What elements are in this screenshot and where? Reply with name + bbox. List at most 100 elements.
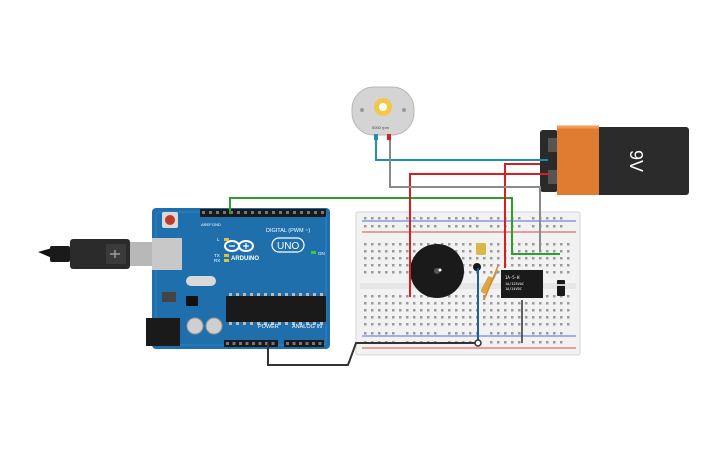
breadboard-hole [497,257,500,260]
breadboard-hole [420,217,423,220]
breadboard-hole [567,295,570,298]
wire-gray-motor [389,140,541,252]
header-pin [251,211,254,214]
wires[interactable] [229,140,560,366]
breadboard-hole [560,302,563,305]
tx-led [224,254,229,257]
breadboard-hole [560,309,563,312]
chip-pin [292,293,295,296]
breadboard-hole [406,309,409,312]
breadboard-hole [434,302,437,305]
breadboard-hole [455,316,458,319]
chip-pin [306,293,309,296]
breadboard-hole [546,264,549,267]
breadboard-hole [469,271,472,274]
breadboard-hole [392,243,395,246]
breadboard-hole [560,225,563,228]
breadboard-hole [378,316,381,319]
motor-label: 5000 rpm [372,125,390,130]
breadboard-hole [420,295,423,298]
breadboard[interactable] [355,211,581,356]
breadboard-hole [532,217,535,220]
breadboard-hole [553,332,556,335]
header-pin [244,211,247,214]
arduino-uno-board[interactable]: DIGITAL (PWM ~) POWER ANALOG IN ARDUINO … [146,208,330,349]
breadboard-hole [539,264,542,267]
breadboard-hole [392,271,395,274]
breadboard-hole [448,316,451,319]
breadboard-hole [385,225,388,228]
breadboard-hole [413,295,416,298]
breadboard-hole [413,250,416,253]
breadboard-hole [399,264,402,267]
breadboard-hole [511,316,514,319]
digital-header[interactable] [200,209,326,217]
header-pin [293,211,296,214]
breadboard-hole [406,323,409,326]
breadboard-hole [546,243,549,246]
breadboard-hole [546,341,549,344]
header-pin [237,211,240,214]
breadboard-hole [560,295,563,298]
breadboard-hole [490,332,493,335]
breadboard-hole [427,243,430,246]
breadboard-hole [483,302,486,305]
breadboard-hole [539,316,542,319]
breadboard-hole [525,257,528,260]
chip-pin [264,293,267,296]
breadboard-hole [427,316,430,319]
breadboard-hole [490,295,493,298]
breadboard-hole [476,217,479,220]
power-header[interactable] [224,340,278,347]
chip-pin [299,293,302,296]
breadboard-hole [518,341,521,344]
digital-header-label: DIGITAL (PWM ~) [266,228,310,234]
breadboard-hole [462,332,465,335]
chip-pin [264,322,267,325]
breadboard-hole [392,332,395,335]
breadboard-hole [490,225,493,228]
breadboard-hole [420,309,423,312]
breadboard-hole [413,243,416,246]
breadboard-hole [546,295,549,298]
breadboard-hole [448,295,451,298]
header-pin [216,211,219,214]
breadboard-hole [539,332,542,335]
breadboard-hole [378,243,381,246]
breadboard-hole [434,332,437,335]
breadboard-hole [553,323,556,326]
breadboard-hole [469,243,472,246]
breadboard-hole [434,225,437,228]
capacitor[interactable] [476,243,486,255]
analog-header[interactable] [284,340,324,347]
breadboard-hole [462,295,465,298]
breadboard-hole [560,264,563,267]
usb-cable[interactable] [38,239,158,269]
header-pin [239,342,242,345]
breadboard-hole [497,309,500,312]
breadboard-hole [364,243,367,246]
breadboard-hole [497,295,500,298]
breadboard-hole [469,316,472,319]
breadboard-hole [476,257,479,260]
chip-pin [271,322,274,325]
chip-pin [278,293,281,296]
relay[interactable]: 1A-5-H 1A/125VAC 1A/24VDC [501,270,543,298]
piezo-buzzer[interactable] [410,244,464,298]
chip-pin [257,322,260,325]
breadboard-hole [518,332,521,335]
battery-9v[interactable]: 9V [540,125,689,195]
breadboard-hole [427,217,430,220]
breadboard-hole [371,225,374,228]
breadboard-hole [560,341,563,344]
breadboard-hole [399,250,402,253]
dc-motor[interactable]: 5000 rpm [351,86,415,140]
breadboard-hole [518,257,521,260]
breadboard-hole [525,243,528,246]
breadboard-hole [371,316,374,319]
breadboard-hole [511,302,514,305]
diode[interactable] [557,280,565,296]
breadboard-hole [462,309,465,312]
breadboard-hole [406,332,409,335]
